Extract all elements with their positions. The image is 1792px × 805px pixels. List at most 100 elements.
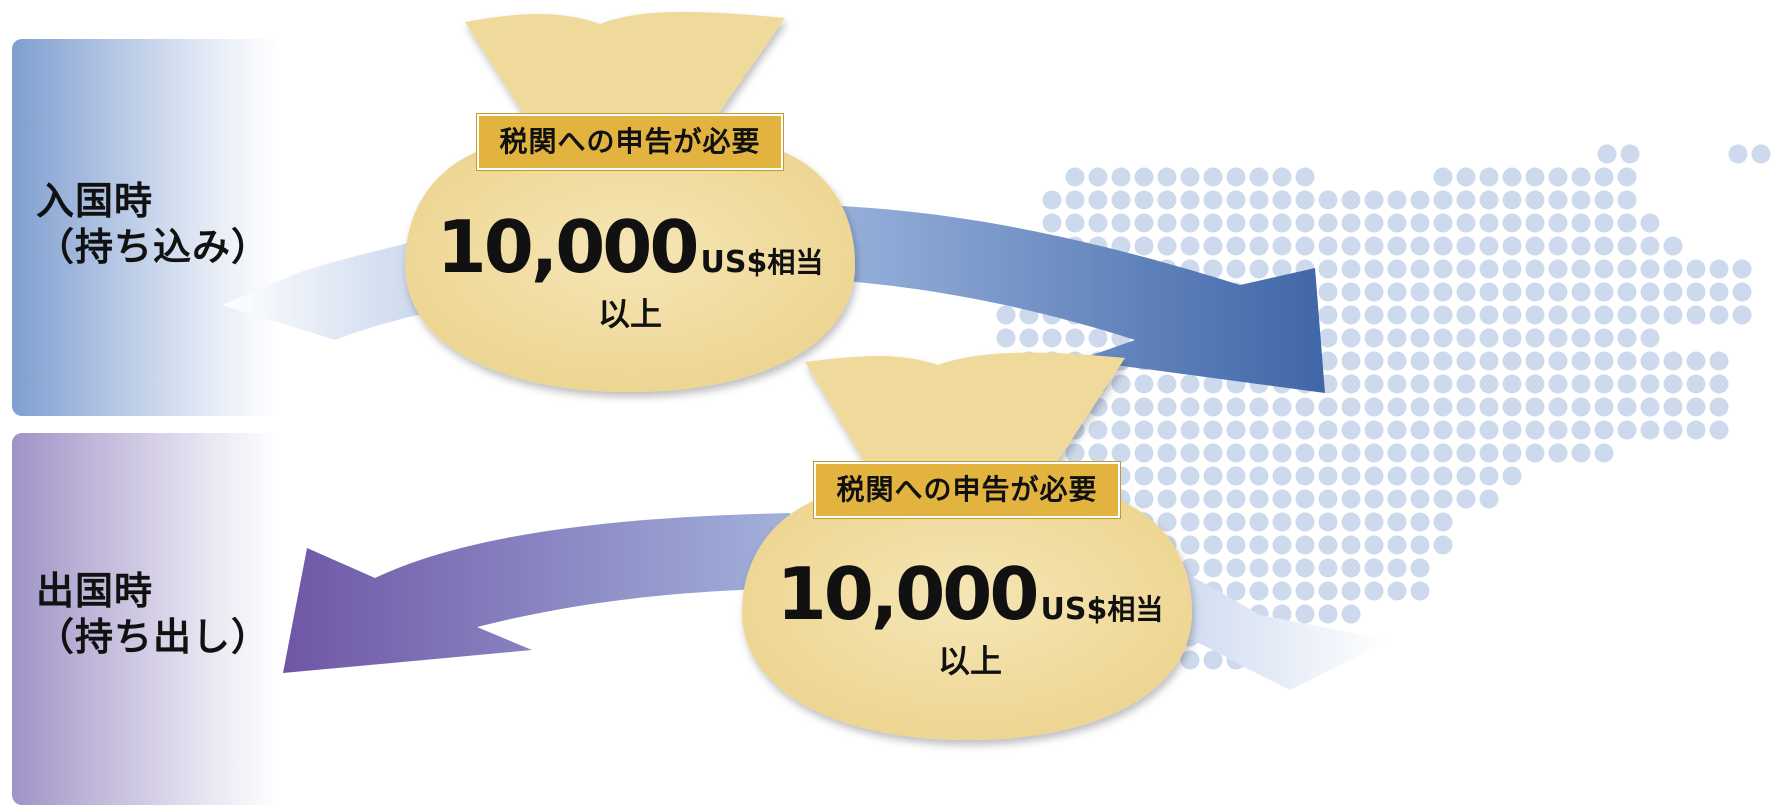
map-dot [1571,259,1591,279]
map-dot [1502,397,1522,417]
map-dot [1203,167,1223,187]
map-dot [1364,558,1384,578]
map-dot [1617,328,1637,348]
map-dot [1617,420,1637,440]
map-dot [1709,374,1729,394]
map-dot [1295,604,1315,624]
map-dot [1410,558,1430,578]
map-dot [1686,374,1706,394]
map-dot [1525,351,1545,371]
map-dot [1318,489,1338,509]
map-dot [1571,213,1591,233]
map-dot [1479,259,1499,279]
map-dot [1548,443,1568,463]
map-dot [1157,397,1177,417]
map-dot [1065,167,1085,187]
map-dot [1272,213,1292,233]
map-dot [1433,489,1453,509]
map-dot [1341,443,1361,463]
map-dot [1249,420,1269,440]
map-dot [1341,420,1361,440]
map-dot [1203,443,1223,463]
map-dot [1571,351,1591,371]
map-dot [1640,213,1660,233]
map-dot [1318,558,1338,578]
map-dot [1686,351,1706,371]
map-dot [1502,443,1522,463]
map-dot [1640,420,1660,440]
map-dot [1594,374,1614,394]
map-dot [1479,167,1499,187]
map-dot [1663,236,1683,256]
map-dot [1525,236,1545,256]
map-dot [1479,305,1499,325]
map-dot [1226,167,1246,187]
map-dot [1640,282,1660,302]
map-dot [1456,213,1476,233]
map-dot [1272,397,1292,417]
map-dot [1663,397,1683,417]
map-dot [1456,374,1476,394]
map-dot [1249,512,1269,532]
map-dot [1502,328,1522,348]
map-dot [1525,167,1545,187]
map-dot [1088,167,1108,187]
map-dot [1364,190,1384,210]
map-dot [1111,443,1131,463]
map-dot [1295,190,1315,210]
map-dot [1180,190,1200,210]
map-dot [1341,581,1361,601]
map-dot [1617,351,1637,371]
map-dot [1410,420,1430,440]
map-dot [1663,420,1683,440]
map-dot [1479,489,1499,509]
map-dot [1617,213,1637,233]
map-dot [1663,374,1683,394]
map-dot [1617,167,1637,187]
map-dot [1502,305,1522,325]
map-dot [1341,236,1361,256]
map-dot [1134,489,1154,509]
map-dot [1111,397,1131,417]
map-dot [1479,420,1499,440]
map-dot [1019,328,1039,348]
exit-label-line2: （持ち出し） [36,615,271,659]
map-dot [1410,351,1430,371]
map-dot [1502,190,1522,210]
map-dot [1617,282,1637,302]
map-dot [1456,351,1476,371]
map-dot [1272,443,1292,463]
map-dot [1663,351,1683,371]
map-dot [1387,259,1407,279]
map-dot [1295,466,1315,486]
map-dot [1111,374,1131,394]
map-dot [1410,374,1430,394]
map-dot [1088,190,1108,210]
map-dot [1387,190,1407,210]
map-dot [1180,443,1200,463]
map-dot [1410,259,1430,279]
map-dot [1479,282,1499,302]
map-dot [1548,328,1568,348]
map-dot [1065,443,1085,463]
map-dot [1456,259,1476,279]
map-dot [1571,374,1591,394]
map-dot [1180,466,1200,486]
map-dot [1502,351,1522,371]
exit-label-line1: 出国時 [36,569,154,613]
map-dot [1594,259,1614,279]
map-dot [1594,351,1614,371]
map-dot [1249,489,1269,509]
map-dot [1318,328,1338,348]
map-dot [1387,512,1407,532]
map-dot [1295,420,1315,440]
map-dot [1479,351,1499,371]
map-dot [1548,351,1568,371]
entry-amount-currency: US$ [700,245,768,280]
map-dot [1663,305,1683,325]
map-dot [1249,397,1269,417]
map-dot [1433,190,1453,210]
map-dot [1249,466,1269,486]
map-dot [1157,512,1177,532]
